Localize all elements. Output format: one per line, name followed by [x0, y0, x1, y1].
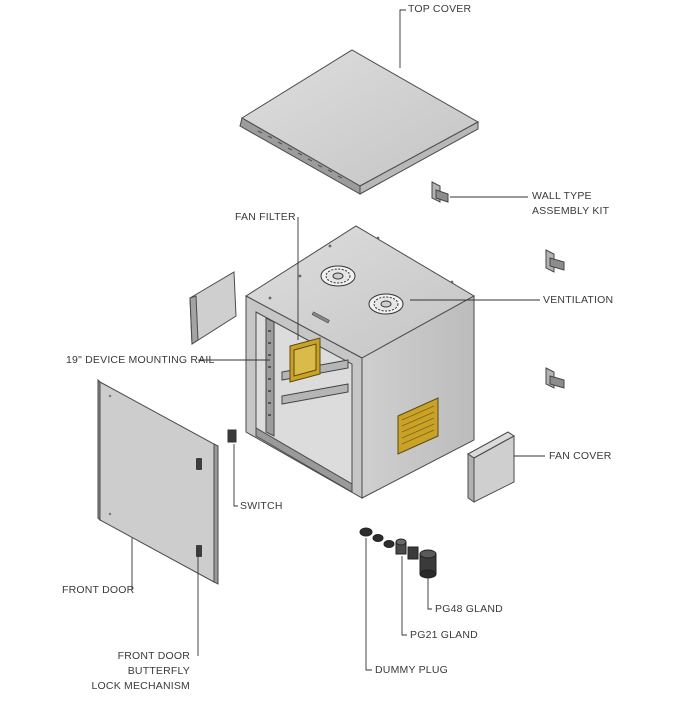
label-pg21-gland: PG21 GLAND [410, 629, 478, 641]
ventilation-fan-2 [368, 293, 404, 315]
label-pg48-gland: PG48 GLAND [435, 603, 503, 615]
top-face-screws [268, 236, 454, 300]
top-cover-vents [257, 130, 343, 179]
side-vent-panel [189, 271, 237, 345]
front-door [97, 378, 219, 585]
pg48-gland-part [419, 549, 437, 579]
dummy-plug [359, 527, 373, 537]
label-wall-kit-line1: WALL TYPE [532, 190, 592, 202]
wall-bracket-2 [545, 249, 565, 273]
label-top-cover: TOP COVER [408, 3, 472, 15]
label-lock-line1: FRONT DOOR [117, 650, 190, 662]
ventilation-fan-1 [320, 265, 356, 287]
door-screws [108, 394, 112, 516]
mounting-rail [265, 317, 349, 437]
top-cover [239, 49, 480, 195]
side-fan-filter [397, 397, 439, 455]
wall-bracket-3 [545, 367, 565, 389]
wall-bracket-1 [431, 181, 449, 203]
switch-part [227, 429, 237, 443]
label-lock-line3: LOCK MECHANISM [91, 680, 190, 692]
inner-fan-filter [289, 337, 321, 383]
label-dummy-plug: DUMMY PLUG [375, 664, 448, 676]
door-lock-lower [196, 545, 202, 557]
pg21-gland-part-2 [407, 546, 419, 560]
gland-small-1 [372, 534, 384, 542]
rail-holes [268, 330, 271, 416]
fan-cover [467, 431, 515, 503]
top-face-slot [311, 311, 330, 324]
leader-lines [131, 9, 545, 671]
label-wall-kit-line2: ASSEMBLY KIT [532, 205, 610, 217]
label-fan-cover: FAN COVER [549, 450, 612, 462]
door-lock-upper [196, 458, 202, 470]
label-front-door: FRONT DOOR [62, 584, 135, 596]
cabinet-body [245, 225, 476, 499]
label-fan-filter: FAN FILTER [235, 211, 296, 223]
gland-small-2 [383, 540, 395, 548]
label-lock-line2: BUTTERFLY [127, 665, 190, 677]
label-switch: SWITCH [240, 500, 283, 512]
label-ventilation: VENTILATION [543, 294, 614, 306]
label-mounting-rail: 19" DEVICE MOUNTING RAIL [66, 354, 215, 366]
pg21-gland-part [395, 538, 407, 555]
